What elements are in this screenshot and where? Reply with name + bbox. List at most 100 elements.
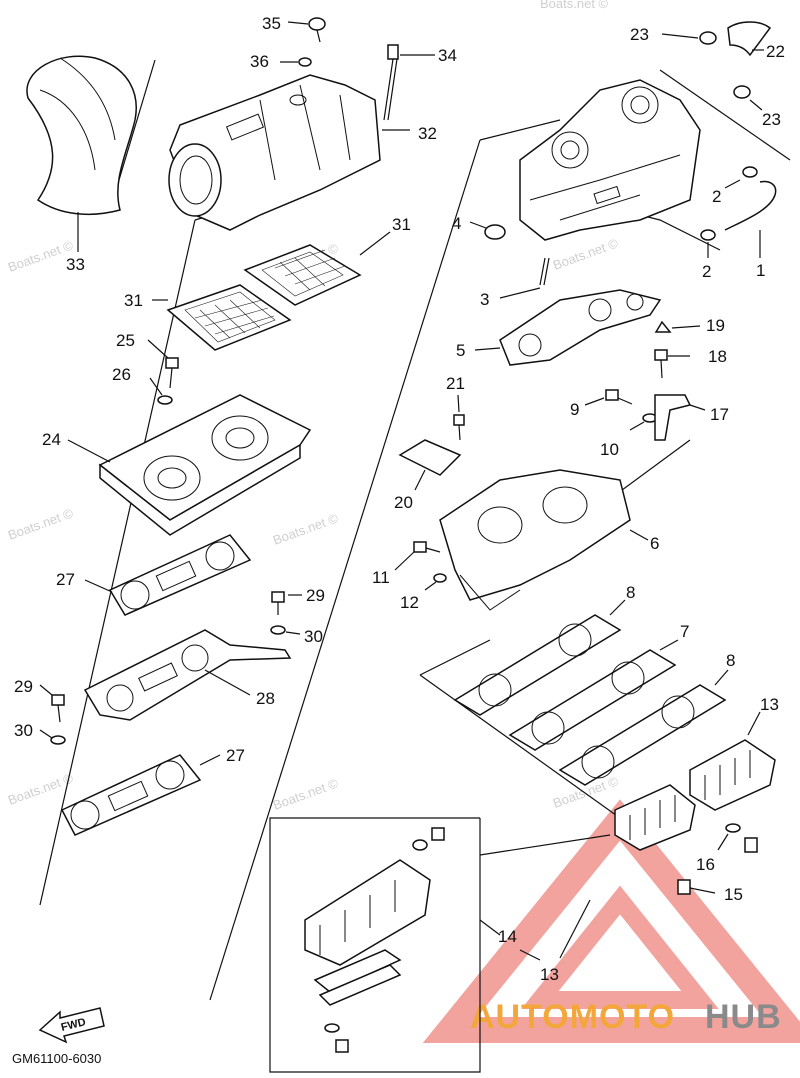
callout-7: 7 [680, 622, 689, 641]
part-19-cap [654, 320, 701, 333]
part-24-air-box-base [67, 394, 312, 536]
callout-31a: 31 [392, 215, 411, 234]
part-4-nut [469, 221, 506, 240]
callout-13a: 13 [760, 695, 779, 714]
part-8-gasket-lower [558, 669, 729, 786]
callout-5: 5 [456, 341, 465, 360]
part-35-screw [287, 17, 326, 43]
part-29-bolt-right [271, 591, 302, 615]
callout-11: 11 [372, 568, 390, 587]
callout-20: 20 [394, 493, 413, 512]
part-20-bracket [398, 439, 462, 491]
callout-34: 34 [438, 46, 457, 65]
part-7-spacer-plate [508, 639, 679, 751]
callout-24: 24 [42, 430, 61, 449]
part-16-washer [717, 823, 741, 851]
callout-30a: 30 [304, 627, 323, 646]
part-25-bolt [147, 339, 179, 389]
part-23-clamp-b [733, 85, 763, 111]
part-18-bolt [654, 349, 690, 379]
part-13-reed-valve-right [689, 711, 776, 811]
callout-32: 32 [418, 124, 437, 143]
part-2-hose-clamp-a [724, 166, 758, 189]
callout-18: 18 [708, 347, 727, 366]
callout-25: 25 [116, 331, 135, 350]
watermark: Boats.net © [6, 770, 76, 808]
part-2-hose-clamp-b [700, 229, 716, 258]
part-17-bracket [654, 394, 706, 441]
callout-22: 22 [766, 42, 785, 61]
fwd-label: FWD [60, 1016, 87, 1034]
part-9-bolt [584, 389, 633, 406]
part-27-gasket-lower [60, 754, 221, 836]
callout-12: 12 [400, 593, 419, 612]
callout-30b: 30 [14, 721, 33, 740]
carburetor-assembly [519, 79, 701, 241]
callout-13b: 13 [540, 965, 559, 984]
brand-name-part1: AUTOMOTO [470, 998, 675, 1036]
callout-36: 36 [250, 52, 269, 71]
callout-labels: 1 2 2 3 4 5 6 7 8 8 9 10 11 12 13 13 14 … [14, 14, 785, 984]
part-36-washer [280, 57, 312, 67]
watermark: Boats.net © [551, 235, 621, 273]
part-1-fuel-hose [724, 180, 777, 258]
part-8-gasket-upper [453, 599, 626, 716]
part-14-inset-detail [269, 817, 611, 1073]
diagram-code: GM61100-6030 [12, 1051, 101, 1066]
callout-26: 26 [112, 365, 131, 384]
part-12-washer [424, 573, 447, 591]
part-15-bolt-2 [744, 837, 758, 853]
callout-21: 21 [446, 374, 465, 393]
callout-19: 19 [706, 316, 725, 335]
part-10-washer [629, 413, 658, 431]
part-33-intake-boot [26, 55, 137, 252]
callout-8b: 8 [726, 651, 735, 670]
callout-27b: 27 [226, 746, 245, 765]
callout-27a: 27 [56, 570, 75, 589]
callout-33: 33 [66, 255, 85, 274]
part-22-hose [727, 21, 772, 57]
group-outlines [39, 59, 791, 1001]
callout-28: 28 [256, 689, 275, 708]
part-3-stud [499, 257, 550, 299]
part-31-flame-arrester [152, 231, 391, 351]
part-28-mounting-plate [83, 629, 292, 721]
callout-10: 10 [600, 440, 619, 459]
callout-6: 6 [650, 534, 659, 553]
callout-9: 9 [570, 400, 579, 419]
callout-23b: 23 [762, 110, 781, 129]
part-6-intake-manifold [439, 469, 649, 611]
callout-2a: 2 [712, 187, 721, 206]
part-30-washer-right [270, 625, 301, 635]
callout-31b: 31 [124, 291, 143, 310]
part-32-silencer-housing [168, 74, 410, 231]
brand-name-part2: HUB [705, 998, 782, 1036]
part-27-gasket-upper [84, 534, 252, 616]
callout-29b: 29 [14, 677, 33, 696]
callout-14: 14 [498, 927, 517, 946]
callout-16: 16 [696, 855, 715, 874]
part-30-washer-left [39, 729, 66, 745]
callout-1: 1 [756, 261, 765, 280]
automotohub-logo: AUTOMOTO HUB [422, 799, 800, 1043]
callout-35: 35 [262, 14, 281, 33]
callout-8a: 8 [626, 583, 635, 602]
watermark: Boats.net © [540, 0, 609, 11]
part-5-gasket [474, 289, 662, 366]
part-23-clamp-a [661, 31, 717, 45]
watermark: Boats.net © [6, 237, 76, 275]
part-26-washer [149, 377, 173, 405]
part-13-reed-valve-left [614, 784, 696, 851]
watermark: Boats.net © [271, 510, 341, 548]
watermark: Boats.net © [6, 505, 76, 543]
callout-2b: 2 [702, 262, 711, 281]
callout-23a: 23 [630, 25, 649, 44]
callout-3: 3 [480, 290, 489, 309]
part-29-bolt-left [39, 684, 65, 723]
callout-15: 15 [724, 885, 743, 904]
part-34-long-bolt [383, 44, 435, 121]
fwd-arrow-icon: FWD [38, 1007, 105, 1044]
callout-4: 4 [452, 214, 461, 233]
watermark: Boats.net © [271, 775, 341, 813]
part-15-bolt [677, 879, 716, 895]
